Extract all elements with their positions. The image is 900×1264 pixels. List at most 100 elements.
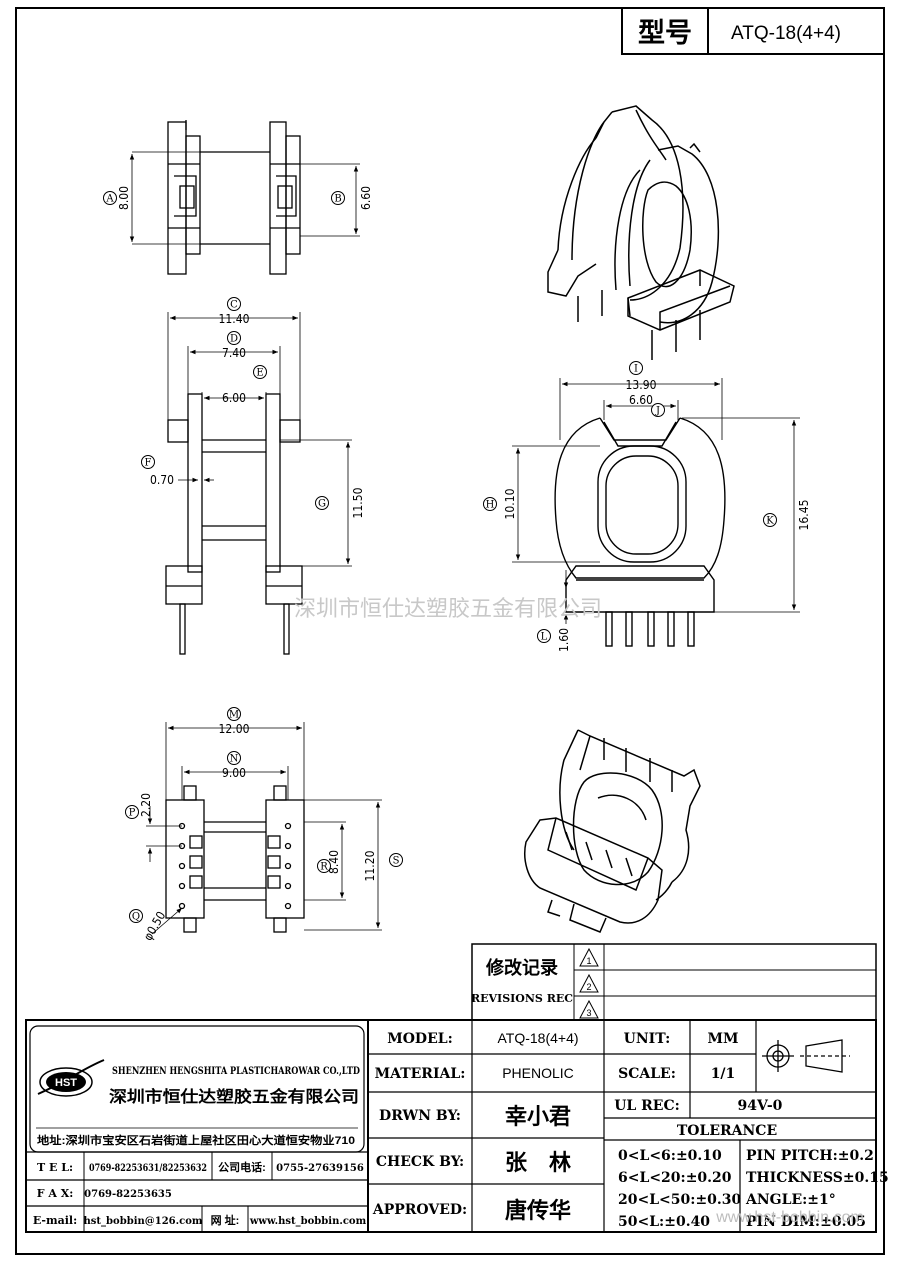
svg-text:A: A — [105, 194, 114, 205]
svg-text:H: H — [486, 500, 495, 511]
dim-P: P 2.20 — [125, 793, 182, 862]
dim-I-value: 13.90 — [626, 378, 657, 392]
iso-view-bottom — [524, 729, 701, 933]
revisions-title-en: REVISIONS REC — [471, 992, 573, 1005]
dim-A: A 8.00 — [103, 151, 200, 245]
fax-label: F A X: — [37, 1187, 74, 1200]
dim-R: R 8.40 — [304, 821, 346, 901]
svg-text:M: M — [229, 710, 239, 721]
svg-text:Q: Q — [132, 912, 140, 923]
tolerance-left-2: 6<L<20:±0.20 — [618, 1170, 732, 1186]
bottom-view — [165, 785, 305, 933]
tolerance-left-3: 20<L<50:±0.30 — [618, 1192, 742, 1208]
dim-A-value: 8.00 — [117, 186, 131, 210]
scale-value: 1/1 — [711, 1066, 736, 1082]
model-header-value: ATQ-18(4+4) — [731, 23, 841, 44]
dim-C: C 11.40 — [167, 297, 301, 420]
revisions-title-cn: 修改记录 — [485, 957, 558, 978]
revisions-block: 修改记录 REVISIONS REC 1 2 3 — [471, 943, 877, 1021]
dim-N-value: 9.00 — [222, 766, 246, 780]
tolerance-right-4: PIN DIM:±0.05 — [746, 1214, 866, 1230]
dim-R-value: 8.40 — [327, 850, 341, 874]
svg-text:D: D — [230, 334, 238, 345]
tolerance-left-1: 0<L<6:±0.10 — [618, 1148, 722, 1164]
logo-text: HST — [55, 1077, 77, 1089]
drawn-label: DRWN BY: — [379, 1108, 461, 1124]
front-view — [165, 393, 303, 655]
dim-B: B 6.60 — [300, 163, 373, 237]
drawn-value: 幸小君 — [505, 1104, 571, 1129]
dim-S-value: 11.20 — [363, 850, 377, 881]
dim-J-value: 6.60 — [629, 393, 653, 407]
ul-value: 94V-0 — [738, 1098, 783, 1114]
side-view — [554, 417, 726, 647]
dim-F: F 0.70 — [141, 455, 214, 487]
model-header-label: 型号 — [638, 18, 692, 48]
dim-G-value: 11.50 — [351, 487, 365, 518]
dim-I: I 13.90 — [559, 361, 723, 440]
ul-label: UL REC: — [614, 1098, 680, 1114]
dim-M-value: 12.00 — [219, 722, 250, 736]
web-value: www.hst_bobbin.com — [249, 1216, 367, 1227]
svg-text:C: C — [230, 300, 238, 311]
dim-H-value: 10.10 — [503, 488, 517, 519]
dim-P-value: 2.20 — [139, 793, 153, 817]
svg-text:F: F — [145, 458, 152, 469]
svg-text:J: J — [655, 406, 660, 417]
phone-value: 0755-27639156 — [276, 1163, 364, 1174]
svg-text:I: I — [634, 364, 638, 375]
dim-E: E 6.00 — [201, 365, 267, 440]
sheet-border — [15, 7, 885, 1255]
dim-D-value: 7.40 — [222, 346, 246, 360]
dim-L: L 1.60 — [537, 570, 571, 652]
unit-value: MM — [708, 1031, 739, 1047]
approved-label: APPROVED: — [372, 1202, 467, 1218]
tolerance-right-1: PIN PITCH:±0.2 — [746, 1148, 874, 1164]
svg-text:L: L — [541, 632, 548, 643]
tolerance-left-4: 50<L:±0.40 — [618, 1214, 710, 1230]
svg-text:P: P — [129, 808, 136, 819]
phone-label: 公司电话: — [218, 1160, 266, 1174]
model-value: ATQ-18(4+4) — [497, 1030, 578, 1046]
title-block — [25, 1019, 877, 1233]
svg-text:K: K — [766, 516, 774, 527]
svg-text:G: G — [318, 499, 326, 510]
dim-S: S 11.20 — [304, 799, 403, 931]
dim-Q: Q φ0.50 — [129, 907, 183, 943]
dim-H: H 10.10 — [483, 445, 600, 563]
tolerance-label: TOLERANCE — [677, 1123, 777, 1139]
check-label: CHECK BY: — [376, 1154, 464, 1170]
watermark-bottom: www.hst-bobbin.com — [715, 1209, 864, 1226]
tolerance-right-2: THICKNESS±0.15 — [746, 1170, 889, 1186]
projection-symbol — [762, 1039, 850, 1073]
fax-value: 0769-82253635 — [84, 1189, 172, 1200]
revision-mark-3: 3 — [586, 1008, 591, 1018]
svg-text:B: B — [334, 194, 341, 205]
dim-Q-value: φ0.50 — [141, 909, 169, 943]
check-value: 张 林 — [505, 1150, 571, 1175]
dim-M: M 12.00 — [165, 707, 305, 800]
email-value: hst_bobbin@126.com — [84, 1216, 203, 1227]
revision-mark-1: 1 — [586, 956, 591, 966]
scale-label: SCALE: — [618, 1066, 676, 1082]
tel-label: T E L: — [37, 1161, 73, 1174]
revision-mark-2: 2 — [586, 982, 591, 992]
dim-K-value: 16.45 — [797, 500, 811, 531]
company-address: 地址:深圳市宝安区石岩街道上屋社区田心大道恒安物业710 — [37, 1133, 355, 1147]
tolerance-right-3: ANGLE:±1° — [745, 1192, 836, 1208]
tel-value: 0769-82253631/82253632 — [89, 1163, 207, 1174]
dim-N: N 9.00 — [181, 751, 289, 800]
dim-B-value: 6.60 — [359, 186, 373, 210]
company-name-cn: 深圳市恒仕达塑胶五金有限公司 — [109, 1087, 359, 1106]
company-logo: HST — [37, 1059, 105, 1097]
email-label: E-mail: — [33, 1214, 77, 1227]
model-header: 型号 ATQ-18(4+4) — [621, 7, 885, 55]
material-label: MATERIAL: — [375, 1066, 466, 1082]
svg-text:N: N — [230, 754, 239, 765]
dim-E-value: 6.00 — [222, 391, 246, 405]
watermark-center: 深圳市恒仕达塑胶五金有限公司 — [294, 596, 602, 621]
dim-F-value: 0.70 — [150, 473, 174, 487]
company-name-en: SHENZHEN HENGSHITA PLASTICHAROWAR CO.,LT… — [112, 1066, 360, 1077]
dim-D: D 7.40 — [187, 331, 281, 394]
